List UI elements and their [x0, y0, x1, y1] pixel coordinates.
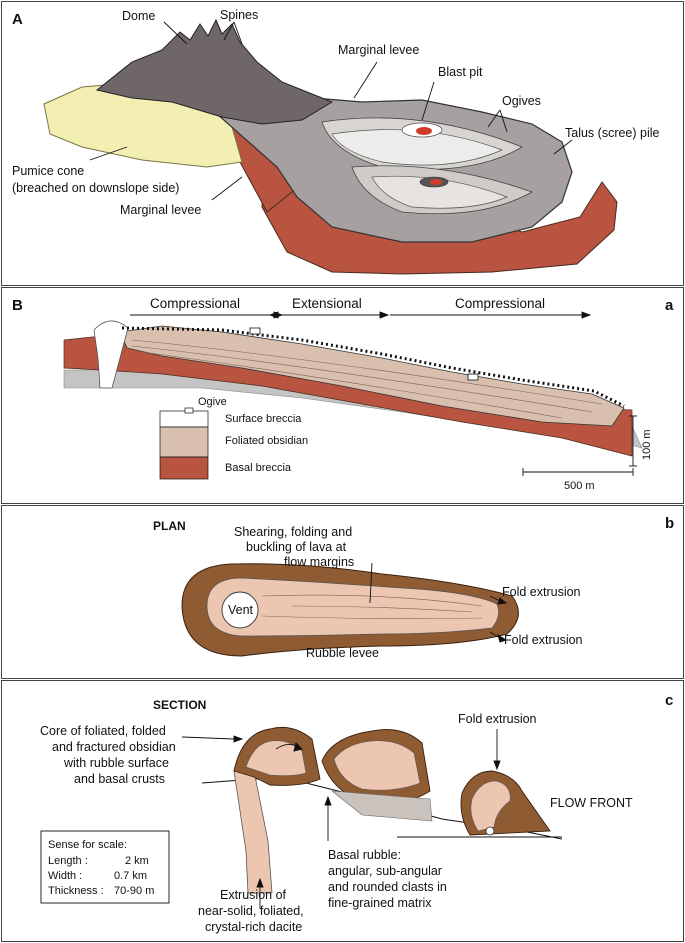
- ogive-marker-2: [467, 373, 479, 381]
- plan-shear-3: flow margins: [284, 555, 354, 569]
- legend-foliated-obsidian: [159, 426, 209, 458]
- plan-fold-2: Fold extrusion: [504, 633, 583, 647]
- panel-plan: b PLAN Shearing, folding and buckling of…: [1, 505, 684, 679]
- panel-b-sublabel: a: [665, 297, 674, 314]
- label-blast-pit: Blast pit: [438, 65, 483, 79]
- label-marginal-levee-top: Marginal levee: [338, 43, 419, 57]
- section-fold-extrusion: [470, 780, 511, 832]
- scale-box-title: Sense for scale:: [48, 839, 127, 851]
- plan-vent: [221, 591, 259, 629]
- basal-label-1: Basal rubble:: [328, 848, 401, 862]
- extrusion-label-2: near-solid, foliated,: [198, 904, 304, 918]
- panel-b-letter: B: [12, 297, 23, 314]
- panel-b: B a Compressional Extensional Compressio…: [1, 287, 684, 504]
- label-spines: Spines: [220, 8, 258, 22]
- basal-label-3: and rounded clasts in: [328, 880, 447, 894]
- label-talus: Talus (scree) pile: [565, 126, 660, 140]
- section-roller: [485, 826, 495, 836]
- plan-shear-1: Shearing, folding and: [234, 525, 352, 539]
- regime-compressional-1: Compressional: [150, 296, 240, 311]
- scale-length-val: 2 km: [125, 855, 149, 867]
- section-basal-rubble: [331, 790, 433, 822]
- basal-label-4: fine-grained matrix: [328, 896, 432, 910]
- ogive-marker-1: [249, 327, 261, 335]
- panel-a-letter: A: [12, 11, 23, 28]
- legend-surface-breccia: [159, 410, 209, 428]
- blast-pit-core: [416, 127, 432, 135]
- scale-500m: 500 m: [564, 480, 595, 492]
- flow-front-label: FLOW FRONT: [550, 796, 633, 810]
- regime-arrows: [130, 311, 592, 319]
- label-pumice-cone: Pumice cone: [12, 164, 84, 178]
- label-dome: Dome: [122, 9, 155, 23]
- scale-width-key: Width :: [48, 870, 82, 882]
- core-label-2: and fractured obsidian: [52, 740, 176, 754]
- scale-box: [40, 830, 170, 904]
- core-label-1: Core of foliated, folded: [40, 724, 166, 738]
- scale-100m: 100 m: [641, 429, 653, 460]
- panel-section-drawing: c SECTION Core of foliated, folded and f…: [40, 692, 673, 934]
- label-pumice-breached: (breached on downslope side): [12, 181, 179, 195]
- plan-flow: [206, 577, 500, 637]
- section-core-inner: [245, 740, 307, 776]
- extrusion-label-1: Extrusion of: [220, 888, 287, 902]
- legend-ogive: [184, 407, 194, 414]
- basal-label-2: angular, sub-angular: [328, 864, 442, 878]
- panel-b-drawing: B a Compressional Extensional Compressio…: [12, 296, 674, 492]
- label-marginal-levee-bottom: Marginal levee: [120, 203, 201, 217]
- core-label-4: and basal crusts: [74, 772, 165, 786]
- plan-shear-2: buckling of lava at: [246, 540, 347, 554]
- section-conduit: [233, 770, 273, 894]
- plan-leaders: [369, 562, 508, 643]
- legend-label-basal: Basal breccia: [225, 462, 292, 474]
- fold-extrusion-label: Fold extrusion: [458, 712, 537, 726]
- extrusion-label-3: crystal-rich dacite: [205, 920, 302, 934]
- regime-compressional-2: Compressional: [455, 296, 545, 311]
- section-mid-inner: [333, 740, 421, 791]
- plan-levee-label: Rubble levee: [306, 646, 379, 660]
- plan-fold-1: Fold extrusion: [502, 585, 581, 599]
- plan-sublabel: b: [665, 515, 674, 532]
- plan-shear-lines: [261, 594, 483, 619]
- scale-bars: [522, 415, 637, 476]
- legend-basal-breccia: [159, 456, 209, 480]
- legend-label-surface: Surface breccia: [225, 413, 302, 425]
- plan-title: PLAN: [153, 519, 186, 533]
- label-ogive: Ogive: [198, 396, 227, 408]
- panel-plan-drawing: b PLAN Shearing, folding and buckling of…: [153, 515, 674, 660]
- plan-vent-label: Vent: [228, 603, 254, 617]
- lower-pit-core: [430, 179, 442, 185]
- panel-a-leaders: [89, 21, 573, 201]
- dome: [95, 18, 334, 125]
- regime-extensional: Extensional: [292, 296, 362, 311]
- scale-width-val: 0.7 km: [114, 870, 147, 882]
- core-label-3: with rubble surface: [63, 756, 169, 770]
- panel-section: c SECTION Core of foliated, folded and f…: [1, 680, 684, 942]
- scale-thickness-key: Thickness :: [48, 885, 104, 897]
- section-sublabel: c: [665, 692, 673, 709]
- vent-conduit: [93, 320, 129, 389]
- panel-a: A Dome Spines Marginal levee Blast pit O…: [1, 1, 684, 286]
- foliation-lines: [131, 339, 603, 419]
- legend-label-foliated: Foliated obsidian: [225, 435, 308, 447]
- foliated-obsidian: [119, 325, 625, 427]
- section-title: SECTION: [153, 698, 206, 712]
- section-leaders: [181, 729, 501, 909]
- scale-thickness-val: 70-90 m: [114, 885, 154, 897]
- label-ogives: Ogives: [502, 94, 541, 108]
- panel-a-drawing: A Dome Spines Marginal levee Blast pit O…: [12, 8, 660, 275]
- scale-length-key: Length :: [48, 855, 88, 867]
